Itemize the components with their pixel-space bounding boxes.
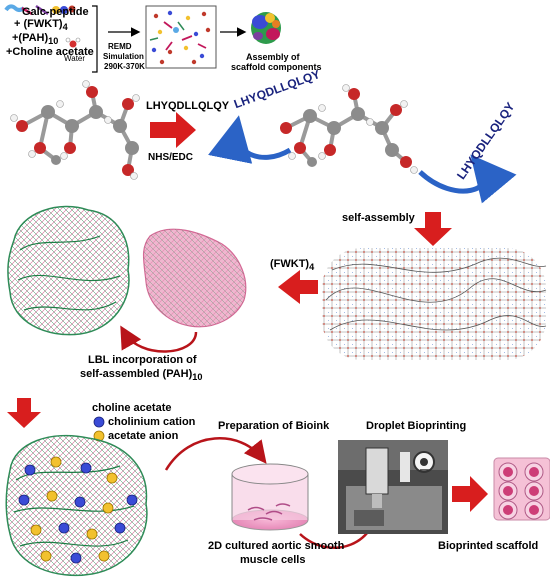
peptide-curve-right bbox=[418, 154, 517, 204]
fwkt-subscript: 4 bbox=[62, 22, 68, 33]
pah-mesh bbox=[142, 228, 247, 328]
final-arrow bbox=[452, 476, 488, 512]
water-molecule-icon bbox=[65, 37, 81, 48]
fwkt-step-subscript: 4 bbox=[309, 262, 315, 273]
fwkt-text: + (FWKT) bbox=[14, 18, 63, 30]
temperature-range-label: 290K-370K bbox=[104, 62, 145, 71]
lbl-label-2: self-assembled (PAH)10 bbox=[80, 368, 202, 382]
self-assembly-arrow bbox=[414, 212, 452, 246]
droplet-bioprinting-label: Droplet Bioprinting bbox=[366, 420, 467, 432]
pah-text: +(PAH) bbox=[12, 32, 49, 44]
fwkt-arrow bbox=[278, 270, 318, 304]
component-icons bbox=[4, 4, 76, 16]
simulation-particles bbox=[149, 10, 211, 65]
layered-scaffold bbox=[7, 205, 130, 336]
cholinium-cation-marker bbox=[126, 494, 138, 506]
printed-construct bbox=[529, 467, 539, 477]
cholinium-cation-marker bbox=[70, 552, 82, 564]
choline-arrow bbox=[7, 398, 41, 428]
remd-label: REMD bbox=[108, 42, 132, 51]
cholinium-cation-marker bbox=[18, 494, 30, 506]
peptide-fibril bbox=[322, 248, 547, 360]
pah-subscript: 10 bbox=[48, 36, 59, 47]
legend-cholinium-cation: cholinium cation bbox=[108, 416, 196, 428]
cholinium-cation-marker bbox=[24, 464, 36, 476]
choline-acetate-label: +Choline acetate bbox=[6, 46, 94, 58]
printed-construct bbox=[503, 486, 513, 496]
assembly-label-1: Assembly of bbox=[246, 52, 300, 62]
legend-choline-acetate: choline acetate bbox=[92, 402, 172, 414]
cholinium-cation-marker bbox=[74, 496, 86, 508]
scaffold-ions bbox=[18, 456, 138, 564]
acetate-anion-marker bbox=[106, 472, 118, 484]
lbl-label-2-subscript: 10 bbox=[192, 372, 203, 383]
bioink-curve bbox=[164, 437, 267, 471]
acetate-anion-marker bbox=[102, 502, 114, 514]
printed-construct bbox=[503, 467, 513, 477]
cells-label-1: 2D cultured aortic smooth bbox=[208, 540, 345, 552]
cells-label-2: muscle cells bbox=[240, 554, 306, 566]
acetate-anion-marker bbox=[98, 550, 110, 562]
acetate-anion-marker bbox=[46, 490, 58, 502]
reagent-peptide-label: LHYQDLLQLQY bbox=[146, 100, 230, 112]
fwkt-step-text: (FWKT) bbox=[270, 258, 310, 270]
assembly-cluster-icon bbox=[251, 12, 281, 44]
printed-construct bbox=[529, 486, 539, 496]
conjugate-atoms bbox=[280, 84, 418, 174]
pah-label: +(PAH)10 bbox=[12, 32, 58, 46]
water-label: Water bbox=[64, 54, 86, 63]
fwkt-label: + (FWKT)4 bbox=[14, 18, 68, 32]
bioprinted-well-plate bbox=[493, 457, 550, 521]
lbl-label-2-text: self-assembled (PAH) bbox=[80, 368, 193, 380]
printed-construct bbox=[503, 505, 513, 515]
cholinium-cation-marker bbox=[58, 522, 70, 534]
acetate-anion-marker bbox=[40, 550, 52, 562]
cholinium-cation-marker bbox=[114, 522, 126, 534]
acetate-anion-marker bbox=[86, 528, 98, 540]
fwkt-step-label: (FWKT)4 bbox=[270, 258, 314, 272]
acetate-anion-marker bbox=[30, 524, 42, 536]
bioprinter-photo bbox=[338, 440, 448, 534]
legend-acetate-anion: acetate anion bbox=[108, 430, 179, 442]
assembly-label-2: scaffold components bbox=[231, 62, 322, 72]
nhs-edc-label: NHS/EDC bbox=[148, 152, 194, 163]
lbl-label-1: LBL incorporation of bbox=[88, 354, 197, 366]
bioprinted-scaffold-label: Bioprinted scaffold bbox=[438, 540, 539, 552]
cation-legend-icon bbox=[93, 416, 105, 428]
galc-peptide-label: Galc-peptide bbox=[22, 6, 89, 18]
lbl-curve bbox=[120, 325, 198, 353]
input-bracket bbox=[92, 5, 98, 73]
bioink-label: Preparation of Bioink bbox=[218, 420, 330, 432]
peptide-curve-left bbox=[208, 115, 292, 164]
galactose-atoms bbox=[10, 80, 140, 180]
cholinium-cation-marker bbox=[80, 462, 92, 474]
self-assembly-label: self-assembly bbox=[342, 212, 415, 224]
acetate-anion-marker bbox=[50, 456, 62, 468]
simulation-label: Simulation bbox=[103, 52, 144, 61]
printed-construct bbox=[529, 505, 539, 515]
reaction-arrow bbox=[150, 112, 196, 148]
petri-dish bbox=[231, 463, 309, 531]
simulation-box bbox=[145, 5, 217, 69]
